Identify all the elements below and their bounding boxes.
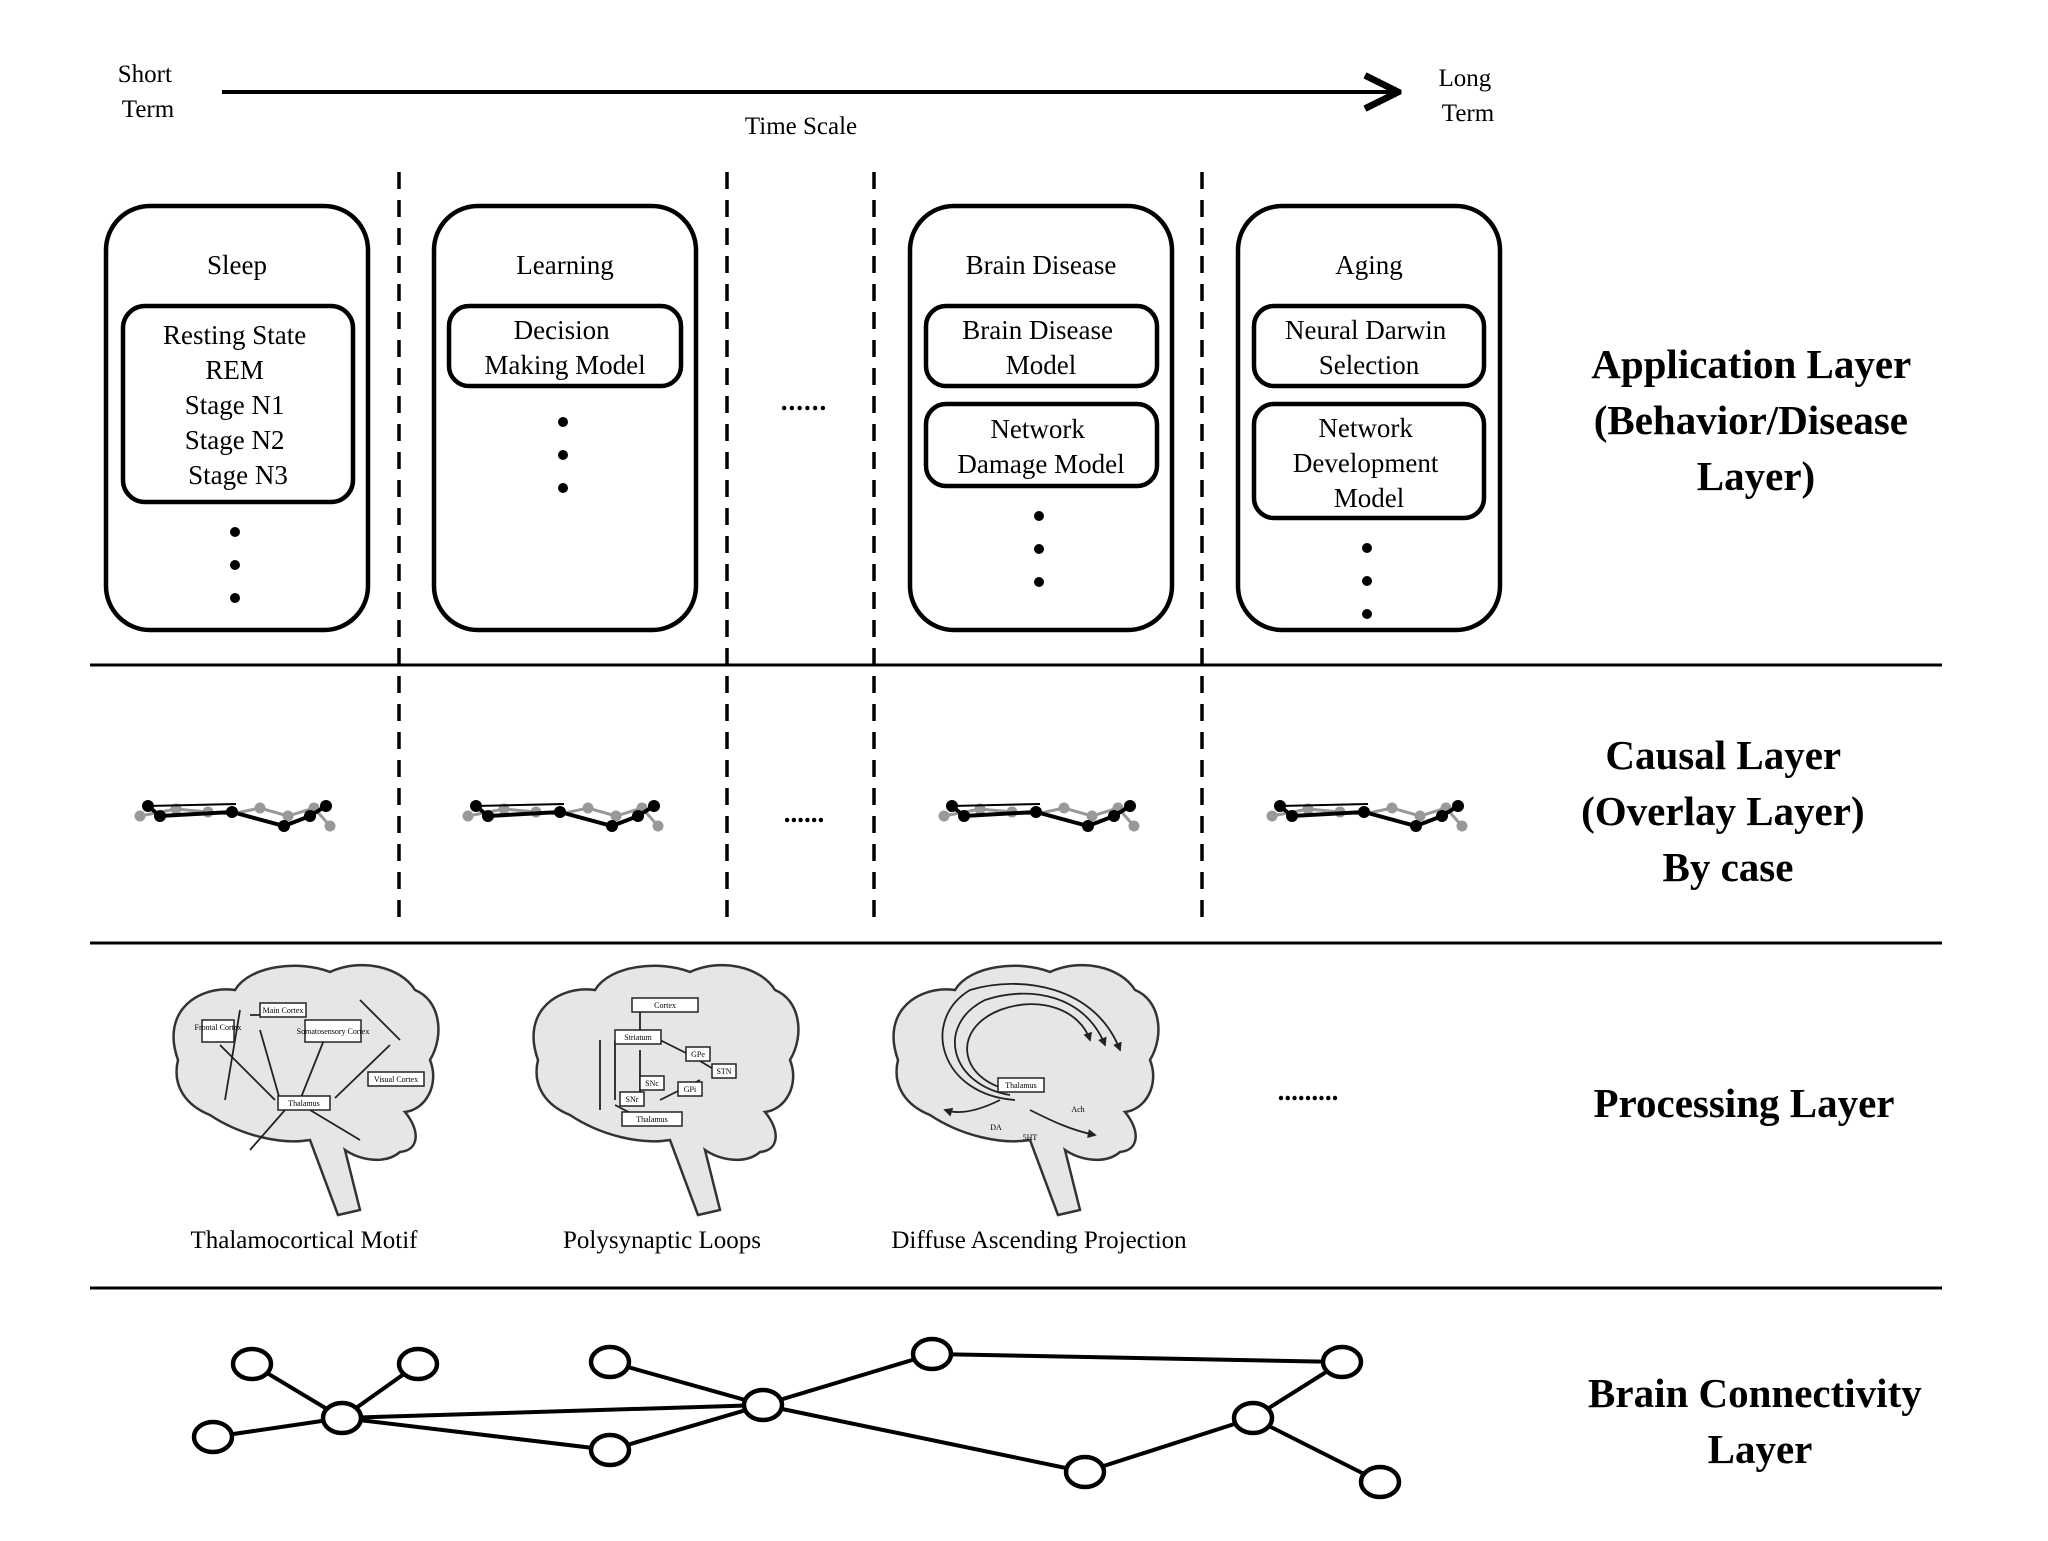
causal-layer-label: Causal Layer (Overlay Layer) By case bbox=[1581, 732, 1875, 890]
model-label: Decision Making Model bbox=[484, 315, 645, 380]
vertical-ellipsis bbox=[558, 417, 568, 493]
model-box bbox=[923, 303, 1160, 389]
causal-graph bbox=[460, 798, 666, 834]
motif-label: GPi bbox=[684, 1085, 697, 1094]
network-node bbox=[1358, 1464, 1402, 1500]
network-node bbox=[396, 1346, 440, 1382]
processing-layer: Frontal Cortex Main Cortex Somatosensory… bbox=[172, 963, 1895, 1254]
vertical-ellipsis bbox=[1362, 543, 1372, 619]
brain-disease-column: Brain Disease Brain Disease Model Networ… bbox=[907, 203, 1175, 633]
column-box bbox=[431, 203, 699, 633]
motif-label: Somatosensory Cortex bbox=[297, 1027, 370, 1036]
learning-column: Learning Decision Making Model bbox=[431, 203, 699, 633]
application-ellipsis: ...... bbox=[781, 386, 828, 416]
network-node bbox=[320, 1400, 364, 1436]
motif-label: DA bbox=[990, 1123, 1002, 1132]
application-layer: Sleep Resting State REM Stage N1 Stage N… bbox=[103, 203, 1921, 633]
causal-graph bbox=[936, 798, 1142, 834]
causal-layer: ...... Causal Layer (Overlay Layer) By c… bbox=[132, 732, 1875, 890]
column-title: Aging bbox=[1335, 250, 1403, 280]
aging-column: Aging Neural Darwin Selection Network De… bbox=[1235, 203, 1503, 633]
causal-graph bbox=[132, 798, 338, 834]
vertical-ellipsis bbox=[230, 527, 240, 603]
motif-caption: Thalamocortical Motif bbox=[190, 1227, 418, 1254]
network-node bbox=[1320, 1344, 1364, 1380]
model-label: Neural Darwin Selection bbox=[1285, 315, 1453, 380]
model-box bbox=[1251, 401, 1487, 521]
model-box bbox=[1251, 303, 1487, 389]
brain-outline bbox=[172, 963, 440, 1217]
time-scale-label: Time Scale bbox=[745, 113, 857, 140]
network-node bbox=[191, 1419, 235, 1455]
motif-caption: Polysynaptic Loops bbox=[563, 1227, 761, 1254]
network-node bbox=[1063, 1454, 1107, 1490]
model-box bbox=[120, 303, 356, 505]
model-label: Resting State REM Stage N1 Stage N2 Stag… bbox=[163, 320, 313, 490]
vertical-ellipsis bbox=[1034, 511, 1044, 587]
short-term-label: Short Term bbox=[118, 61, 178, 123]
column-box bbox=[103, 203, 371, 633]
model-label: Network Development Model bbox=[1293, 413, 1445, 513]
motif-label: Main Cortex bbox=[263, 1006, 304, 1015]
column-title: Brain Disease bbox=[966, 250, 1117, 280]
causal-ellipsis: ...... bbox=[784, 798, 825, 828]
model-label: Brain Disease Model bbox=[962, 315, 1119, 380]
network-nodes bbox=[191, 1336, 1402, 1500]
network-node bbox=[741, 1387, 785, 1423]
column-box bbox=[907, 203, 1175, 633]
motif-label: SNr bbox=[626, 1095, 639, 1104]
network-node bbox=[588, 1432, 632, 1468]
connectivity-network bbox=[191, 1336, 1402, 1500]
brain-connectivity-layer: Brain Connectivity Layer bbox=[191, 1336, 1932, 1500]
motif-label: GPe bbox=[691, 1050, 705, 1059]
motif-label: Striatum bbox=[624, 1033, 652, 1042]
motif-label: STN bbox=[716, 1067, 731, 1076]
diffuse-projection-brain-diagram: Thalamus Ach DA 5HT Diffuse Ascending Pr… bbox=[891, 963, 1187, 1254]
thalamocortical-brain-diagram: Frontal Cortex Main Cortex Somatosensory… bbox=[172, 963, 440, 1254]
column-title: Learning bbox=[516, 250, 613, 280]
network-node bbox=[230, 1346, 274, 1382]
time-scale: Short Term Long Term Time Scale bbox=[118, 61, 1497, 140]
motif-label: Ach bbox=[1071, 1105, 1084, 1114]
network-node bbox=[588, 1344, 632, 1380]
motif-label: SNc bbox=[645, 1079, 659, 1088]
network-edges bbox=[212, 1352, 1381, 1484]
motif-label: Thalamus bbox=[288, 1099, 320, 1108]
network-node bbox=[910, 1336, 954, 1372]
motif-caption: Diffuse Ascending Projection bbox=[891, 1227, 1187, 1254]
brain-outline bbox=[532, 963, 800, 1217]
long-term-label: Long Term bbox=[1438, 65, 1497, 127]
model-label: Network Damage Model bbox=[957, 414, 1124, 479]
motif-label: Visual Cortex bbox=[374, 1075, 418, 1084]
motif-label: 5HT bbox=[1023, 1133, 1038, 1142]
motif-label: Thalamus bbox=[1005, 1081, 1037, 1090]
motif-label: Cortex bbox=[654, 1001, 676, 1010]
model-box bbox=[923, 401, 1160, 489]
polysynaptic-brain-diagram: Cortex Striatum GPe STN GPi SNc SNr Thal… bbox=[532, 963, 800, 1254]
motif-label: Thalamus bbox=[636, 1115, 668, 1124]
connectivity-layer-label: Brain Connectivity Layer bbox=[1588, 1370, 1932, 1472]
causal-graph bbox=[1264, 798, 1470, 834]
motif-label: Frontal Cortex bbox=[195, 1023, 242, 1032]
processing-ellipsis: ......... bbox=[1278, 1076, 1339, 1106]
sleep-column: Sleep Resting State REM Stage N1 Stage N… bbox=[103, 203, 371, 633]
column-separators bbox=[397, 172, 1204, 920]
application-layer-label: Application Layer (Behavior/Disease Laye… bbox=[1591, 341, 1921, 499]
column-box bbox=[1235, 203, 1503, 633]
model-box bbox=[446, 303, 684, 389]
processing-layer-label: Processing Layer bbox=[1594, 1080, 1895, 1126]
column-title: Sleep bbox=[207, 250, 267, 280]
network-node bbox=[1231, 1400, 1275, 1436]
